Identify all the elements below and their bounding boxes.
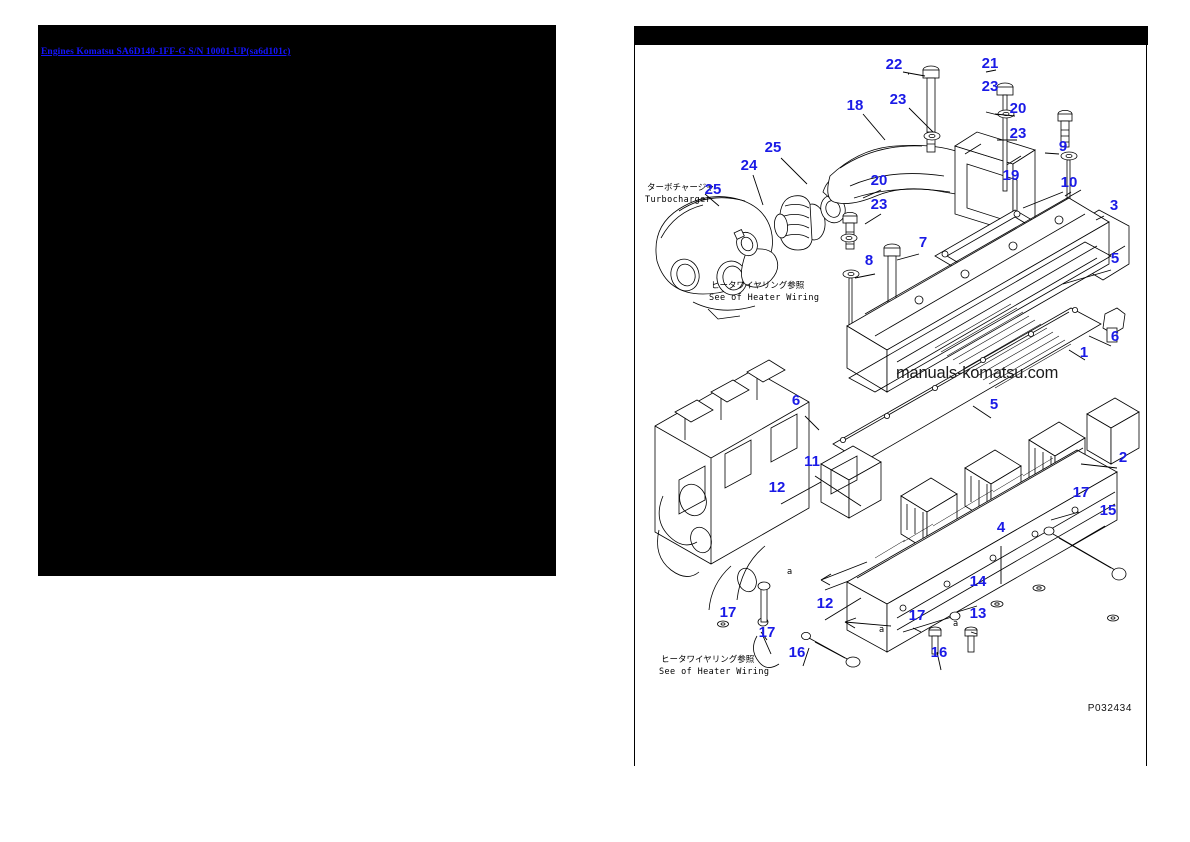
bolt-15 bbox=[1043, 526, 1127, 581]
callout-number: 3 bbox=[1110, 197, 1118, 214]
callout-number: 12 bbox=[817, 595, 834, 612]
washer-23c bbox=[1060, 151, 1078, 161]
callout-number: 16 bbox=[931, 644, 948, 661]
detail-a-arrow-lower bbox=[844, 617, 892, 629]
bolt-21 bbox=[996, 82, 1014, 192]
callout-number: 5 bbox=[1111, 250, 1119, 267]
callout-number: 6 bbox=[1111, 328, 1119, 345]
intake-elbow-18 bbox=[827, 131, 1036, 233]
callout-number: 5 bbox=[990, 396, 998, 413]
callout-number: 12 bbox=[769, 479, 786, 496]
turbocharger-label-jp: ターボチャージャ bbox=[647, 183, 714, 193]
manifold-box-2 bbox=[846, 447, 1118, 653]
washer-4a bbox=[1032, 584, 1046, 592]
callout-number: 13 bbox=[970, 605, 987, 622]
callout-number: 23 bbox=[1010, 125, 1027, 142]
callout-number: 1 bbox=[1080, 344, 1088, 361]
callout-number: 8 bbox=[865, 252, 873, 269]
plug-6-upper bbox=[1102, 307, 1126, 343]
washer-8 bbox=[842, 269, 860, 279]
callout-number: 24 bbox=[741, 157, 758, 174]
callout-number: 16 bbox=[789, 644, 806, 661]
bolt-20a bbox=[1057, 110, 1073, 148]
plug-14 bbox=[902, 611, 961, 633]
callout-number: 7 bbox=[919, 234, 927, 251]
parts-diagram-panel: a bbox=[634, 26, 1148, 766]
washer-17-a bbox=[717, 620, 729, 628]
callout-number: 25 bbox=[705, 181, 722, 198]
callout-number: 15 bbox=[1100, 502, 1117, 519]
callout-number: 14 bbox=[970, 573, 987, 590]
callout-number: 6 bbox=[792, 392, 800, 409]
callout-number: 20 bbox=[871, 172, 888, 189]
manifold-long-body-1 bbox=[846, 189, 1110, 393]
heater-wiring2-label-en: See of Heater Wiring bbox=[659, 667, 769, 677]
turbocharger-label-en: Turbocharger bbox=[645, 195, 711, 205]
callout-number: 17 bbox=[909, 607, 926, 624]
callout-number: 17 bbox=[759, 624, 776, 641]
gasket-5-upper bbox=[848, 241, 1112, 393]
washer-23b bbox=[923, 131, 941, 141]
callout-number: 9 bbox=[1059, 138, 1067, 155]
bolt-13 bbox=[964, 626, 978, 653]
callout-number: 2 bbox=[1119, 449, 1127, 466]
callout-number: 25 bbox=[765, 139, 782, 156]
detail-a-label-lower: a bbox=[879, 625, 884, 635]
callout-number: 4 bbox=[997, 519, 1006, 536]
callout-leader-lines bbox=[704, 69, 1118, 671]
callout-number: 23 bbox=[871, 196, 888, 213]
callout-number: 22 bbox=[886, 56, 903, 73]
connector-bellows-24 bbox=[774, 195, 826, 251]
document-preview-panel: Engines Komatsu SA6D140-1FF-G S/N 10001-… bbox=[38, 25, 556, 576]
part-code-label: P032434 bbox=[1087, 703, 1132, 714]
detail-a-label-upper: a bbox=[787, 567, 792, 577]
diagram-header-bar bbox=[635, 26, 1148, 45]
callout-number: 19 bbox=[1003, 167, 1020, 184]
callout-number: 23 bbox=[982, 78, 999, 95]
bolt-16-right bbox=[928, 626, 942, 655]
detail-a-label-right: a bbox=[953, 619, 958, 629]
bracket-17-left bbox=[753, 581, 780, 668]
bolt-22 bbox=[922, 65, 940, 153]
washer-17-right bbox=[1107, 614, 1119, 622]
diagram-canvas: a bbox=[635, 26, 1148, 766]
callout-number: 20 bbox=[1010, 100, 1027, 117]
heater-wiring-label-jp: ヒータワイヤリング参照 bbox=[711, 280, 805, 291]
callout-number: 23 bbox=[890, 91, 907, 108]
callout-number: 10 bbox=[1061, 174, 1078, 191]
turbocharger-assembly bbox=[655, 196, 779, 320]
clamp-ring-25a bbox=[733, 229, 758, 257]
callout-number: 21 bbox=[982, 55, 999, 72]
bolt-20b bbox=[842, 211, 858, 250]
bolt-16-left bbox=[801, 632, 861, 668]
callout-number: 18 bbox=[847, 97, 864, 114]
callout-number: 17 bbox=[720, 604, 737, 621]
heater-wiring-label-en: See of Heater Wiring bbox=[709, 293, 819, 303]
washer-4b bbox=[990, 600, 1004, 608]
document-title-link[interactable]: Engines Komatsu SA6D140-1FF-G S/N 10001-… bbox=[41, 47, 291, 57]
callout-number: 11 bbox=[804, 453, 820, 470]
callout-number: 17 bbox=[1073, 484, 1090, 501]
exploded-parts-drawing: a bbox=[645, 55, 1140, 677]
washer-23d bbox=[840, 233, 858, 243]
bolt-7 bbox=[883, 243, 901, 323]
heater-wiring2-label-jp: ヒータワイヤリング参照 bbox=[661, 654, 755, 665]
cylinder-block bbox=[654, 359, 810, 611]
